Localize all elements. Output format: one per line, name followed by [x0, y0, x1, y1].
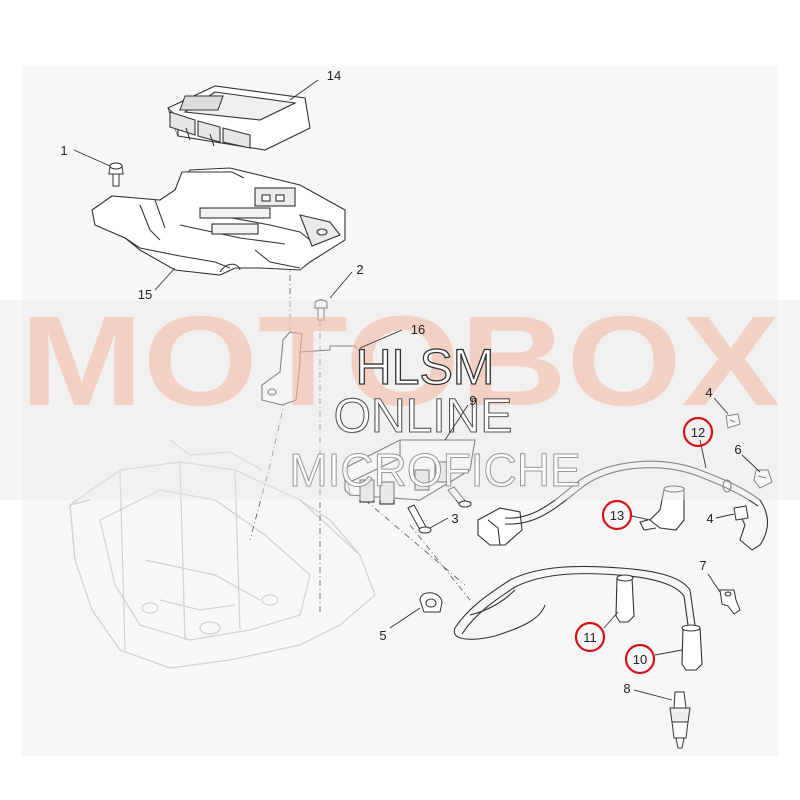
plug-cap-13-part — [639, 485, 685, 531]
ecu-tray-part — [91, 167, 346, 276]
diagram-paper — [22, 66, 778, 756]
callout-15[interactable]: 15 — [138, 287, 152, 302]
callout-9[interactable]: 9 — [469, 393, 476, 408]
spark-plug-8-part — [669, 691, 691, 749]
callout-7[interactable]: 7 — [699, 558, 706, 573]
callout-13[interactable]: 13 — [610, 508, 624, 523]
plug-cap-10-part — [681, 624, 703, 671]
watermark: MOTOBOX HLSM ONLINE MICROFICHE — [0, 290, 800, 500]
ecu-part — [167, 85, 311, 151]
callout-10-highlight — [624, 643, 656, 675]
callout-2[interactable]: 2 — [356, 262, 363, 277]
boot-connector-part — [477, 507, 523, 546]
callout-11-highlight — [574, 621, 606, 653]
callout-13-highlight — [601, 499, 633, 531]
watermark-line3: MICROFICHE — [289, 444, 580, 496]
callout-11[interactable]: 11 — [583, 630, 597, 645]
callout-4-upper[interactable]: 4 — [705, 385, 712, 400]
clip-4-lower-part — [733, 505, 749, 521]
callout-16[interactable]: 16 — [411, 322, 425, 337]
callout-10[interactable]: 10 — [633, 652, 647, 667]
callout-5[interactable]: 5 — [379, 628, 386, 643]
clip-5-part — [419, 592, 443, 613]
bolt-1-part — [108, 162, 124, 187]
callout-8[interactable]: 8 — [623, 681, 630, 696]
callout-4-lower[interactable]: 4 — [706, 511, 713, 526]
frame-part — [69, 439, 376, 669]
bolt-2-part — [314, 299, 328, 321]
grommet-6-part — [753, 469, 773, 489]
callout-12[interactable]: 12 — [691, 425, 705, 440]
watermark-band — [0, 300, 800, 500]
clip-4-upper-part — [725, 413, 741, 429]
callout-12-highlight — [682, 416, 714, 448]
leader-lines — [73, 79, 761, 701]
callout-1[interactable]: 1 — [60, 143, 67, 158]
callout-labels: 1 2 3 4 4 5 6 7 8 9 10 11 12 13 14 15 16 — [60, 68, 741, 696]
bracket-7-part — [719, 589, 741, 615]
callout-14[interactable]: 14 — [327, 68, 341, 83]
ignition-coil-part — [344, 439, 476, 505]
bolt-3-part — [407, 486, 472, 534]
watermark-line1: HLSM — [356, 339, 495, 395]
callout-6[interactable]: 6 — [734, 442, 741, 457]
ht-lead-lower-part — [453, 565, 696, 640]
assembly-lines — [249, 262, 471, 615]
plug-cap-11-part — [615, 574, 635, 623]
bracket-16-part — [261, 331, 361, 406]
watermark-line2: ONLINE — [334, 390, 513, 443]
callout-3[interactable]: 3 — [451, 511, 458, 526]
ht-lead-12-part — [504, 460, 769, 551]
watermark-brand: MOTOBOX — [20, 290, 780, 433]
